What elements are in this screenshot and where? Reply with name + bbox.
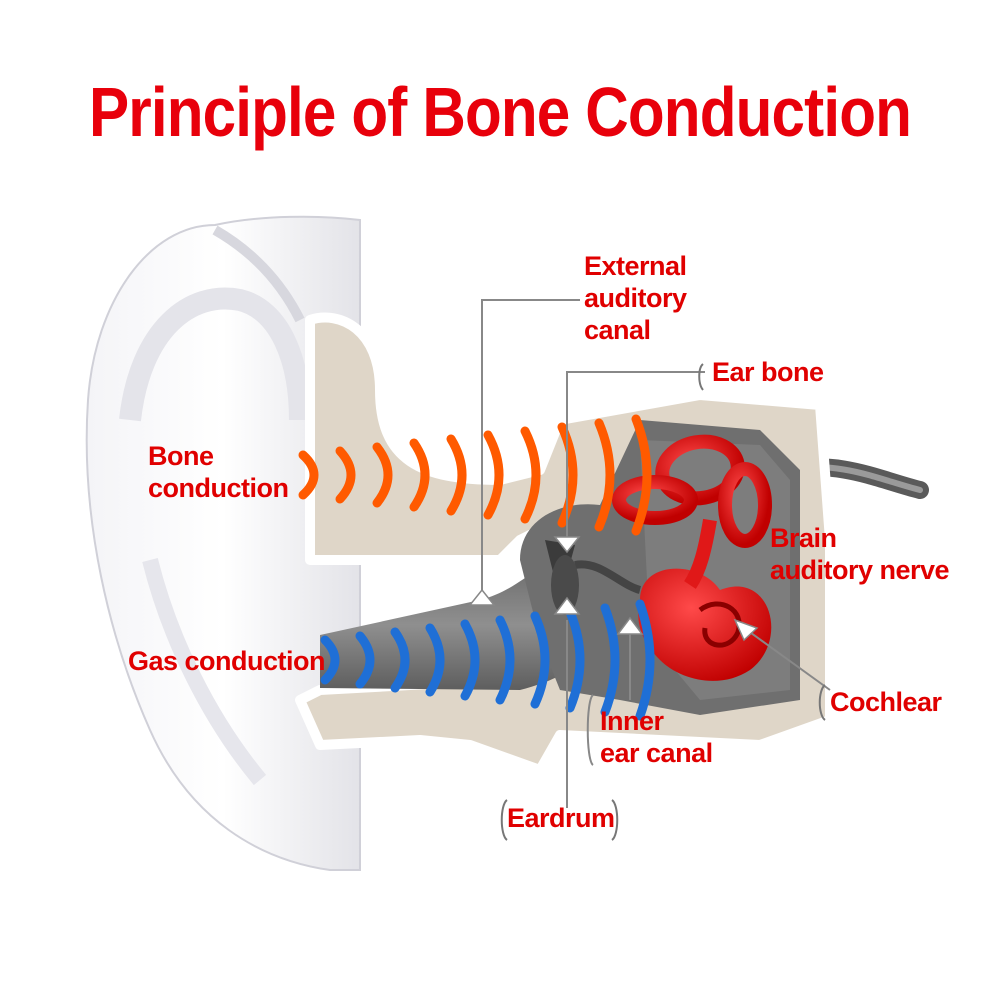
label-inner-ear-canal: Inner ear canal (600, 705, 713, 769)
label-bone-conduction: Bone conduction (148, 440, 288, 504)
label-eardrum: Eardrum (507, 802, 615, 834)
label-cochlear: Cochlear (830, 686, 942, 718)
label-ear-bone: Ear bone (712, 356, 824, 388)
label-gas-conduction: Gas conduction (128, 645, 325, 677)
label-external-auditory-canal: External auditory canal (584, 250, 687, 346)
label-brain-auditory-nerve: Brain auditory nerve (770, 522, 949, 586)
